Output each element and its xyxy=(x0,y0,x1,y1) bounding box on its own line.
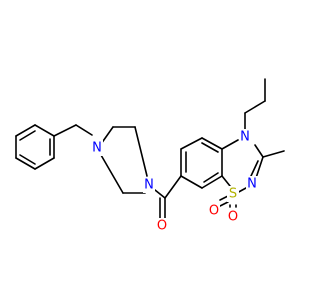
atom-sulfonyl-o2: O xyxy=(227,209,239,225)
atom-sulfur-label: S xyxy=(229,187,237,202)
atom-sulfonyl-o1-label: O xyxy=(209,204,219,219)
bond xyxy=(164,175,182,199)
bond xyxy=(221,139,239,150)
atom-sulfur: S xyxy=(227,186,239,202)
bond xyxy=(219,201,229,207)
atom-piperazine-n4-label: N xyxy=(144,178,154,193)
bond xyxy=(221,175,231,187)
bond xyxy=(255,156,264,179)
bond xyxy=(244,100,266,114)
bond xyxy=(19,154,36,165)
bonds xyxy=(15,78,285,219)
atom-piperazine-n4: N xyxy=(143,177,155,193)
bond xyxy=(19,130,36,141)
bond xyxy=(53,124,77,137)
bond xyxy=(219,195,229,201)
bond xyxy=(201,137,223,150)
bond xyxy=(254,144,264,158)
atom-labels: N N N N S O O O xyxy=(91,129,258,234)
bond xyxy=(201,142,219,153)
bond xyxy=(15,157,36,170)
atom-piperazine-n1-label: N xyxy=(92,141,102,156)
bond xyxy=(180,137,203,150)
bond xyxy=(201,175,223,189)
bond xyxy=(262,150,285,158)
atom-piperazine-n1: N xyxy=(91,140,103,156)
atom-sulfonyl-o2-label: O xyxy=(228,210,238,225)
bond xyxy=(34,124,55,137)
bond xyxy=(15,124,36,137)
bond xyxy=(180,175,203,189)
bond xyxy=(134,126,148,177)
bond xyxy=(75,124,93,136)
bond xyxy=(154,189,166,199)
bond xyxy=(34,157,55,170)
bond xyxy=(203,172,219,183)
atom-ring-n2-label: N xyxy=(247,177,257,192)
atom-ring-n4: N xyxy=(239,129,251,145)
atom-carbonyl-o: O xyxy=(156,218,168,234)
atom-carbonyl-o-label: O xyxy=(157,219,167,234)
bond xyxy=(250,160,259,177)
molecule-structure: N N N N S O O O xyxy=(15,78,285,234)
atom-sulfonyl-o1: O xyxy=(208,203,220,219)
bond xyxy=(100,154,124,194)
atom-ring-n4-label: N xyxy=(240,130,250,145)
atom-ring-n2: N xyxy=(246,176,258,192)
